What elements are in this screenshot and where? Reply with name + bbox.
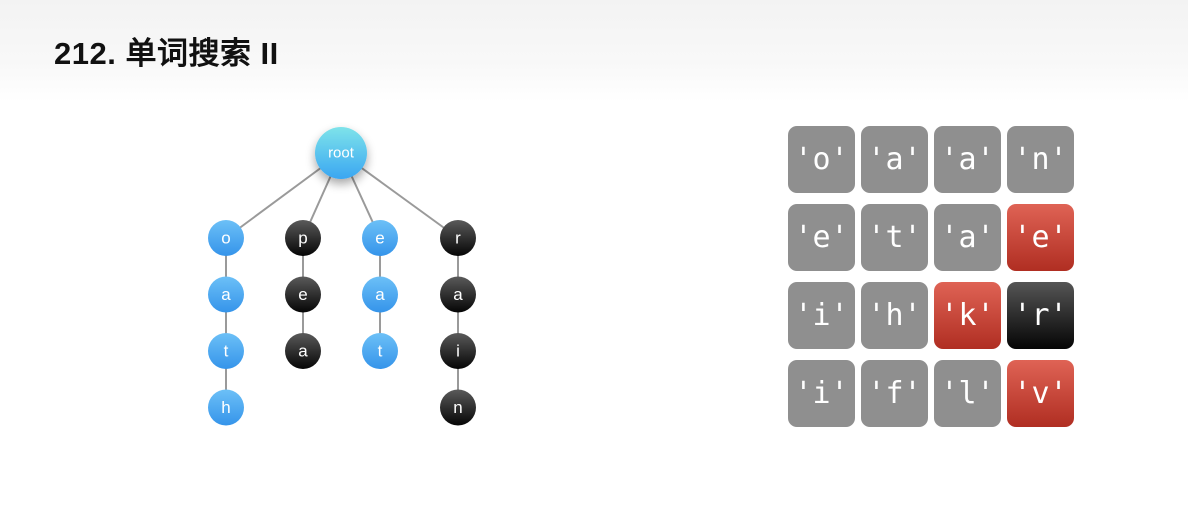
trie-node-1-0-label: p <box>298 229 307 248</box>
board-cell-1-0: 'e' <box>788 204 855 271</box>
trie-node-1-2: a <box>285 333 321 369</box>
trie-root-node-circle <box>315 127 367 179</box>
board-cell-3-0: 'i' <box>788 360 855 427</box>
trie-node-3-2-circle <box>440 333 476 369</box>
trie-node-0-2: t <box>208 333 244 369</box>
trie-node-3-0-circle <box>440 220 476 256</box>
trie-root-node-label: root <box>328 145 355 162</box>
trie-node-0-1-circle <box>208 276 244 313</box>
trie-node-2-0: e <box>362 220 398 256</box>
trie-node-0-1: a <box>208 276 244 313</box>
board-cell-1-2: 'a' <box>934 204 1001 271</box>
letter-board: 'o''a''a''n''e''t''a''e''i''h''k''r''i''… <box>788 126 1074 427</box>
trie-node-0-3: h <box>208 389 244 426</box>
trie-node-3-0-label: r <box>455 229 461 248</box>
trie-node-3-1-circle <box>440 276 476 313</box>
trie-node-2-0-circle <box>362 220 398 256</box>
board-cell-1-1: 't' <box>861 204 928 271</box>
board-cell-3-3: 'v' <box>1007 360 1074 427</box>
board-cell-2-0: 'i' <box>788 282 855 349</box>
trie-node-3-3-label: n <box>453 398 462 417</box>
trie-node-1-2-circle <box>285 333 321 369</box>
trie-root-node: root <box>315 127 367 179</box>
trie-node-2-0-label: e <box>375 229 384 248</box>
trie-node-0-3-circle <box>208 389 244 426</box>
trie-node-2-1-circle <box>362 276 398 313</box>
trie-node-2-1: a <box>362 276 398 313</box>
trie-node-3-3-circle <box>440 389 476 426</box>
board-cell-0-1: 'a' <box>861 126 928 193</box>
board-cell-0-3: 'n' <box>1007 126 1074 193</box>
trie-node-1-0-circle <box>285 220 321 256</box>
header-bar: 212. 单词搜索 II <box>0 0 1188 102</box>
trie-node-1-1-label: e <box>298 285 307 304</box>
trie-node-0-2-label: t <box>224 342 229 361</box>
trie-node-0-1-label: a <box>221 285 231 304</box>
trie-node-0-0: o <box>208 220 244 256</box>
trie-node-3-1-label: a <box>453 285 463 304</box>
board-cell-1-3: 'e' <box>1007 204 1074 271</box>
board-cell-2-3: 'r' <box>1007 282 1074 349</box>
board-cell-2-2: 'k' <box>934 282 1001 349</box>
trie-node-2-2: t <box>362 333 398 369</box>
trie-node-0-0-label: o <box>221 229 230 248</box>
trie-node-3-2-label: i <box>456 342 460 361</box>
trie-node-2-1-label: a <box>375 285 385 304</box>
trie-node-0-3-label: h <box>221 398 230 417</box>
page-title: 212. 单词搜索 II <box>54 36 279 71</box>
board-cell-0-0: 'o' <box>788 126 855 193</box>
board-cell-2-1: 'h' <box>861 282 928 349</box>
board-cell-3-2: 'l' <box>934 360 1001 427</box>
board-cell-3-1: 'f' <box>861 360 928 427</box>
trie-node-0-0-circle <box>208 220 244 256</box>
trie-node-1-2-label: a <box>298 342 308 361</box>
trie-node-3-3: n <box>440 389 476 426</box>
trie-node-1-1: e <box>285 276 321 313</box>
trie-node-2-2-circle <box>362 333 398 369</box>
trie-node-2-2-label: t <box>378 342 383 361</box>
trie-node-3-0: r <box>440 220 476 256</box>
trie-node-1-0: p <box>285 220 321 256</box>
trie-node-3-1: a <box>440 276 476 313</box>
trie-node-3-2: i <box>440 333 476 369</box>
board-cell-0-2: 'a' <box>934 126 1001 193</box>
trie-node-1-1-circle <box>285 276 321 313</box>
trie-node-0-2-circle <box>208 333 244 369</box>
